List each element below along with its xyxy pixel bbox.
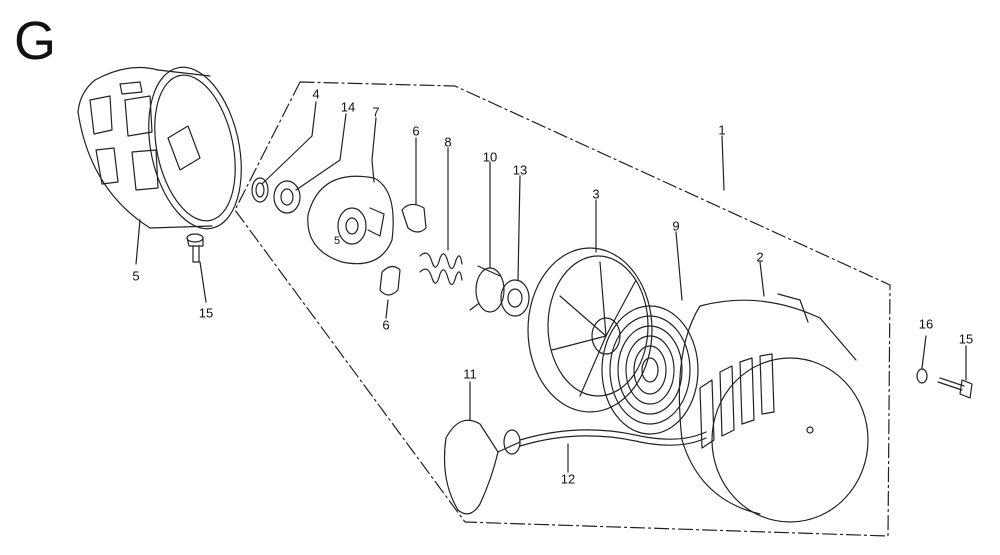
friction-plate — [251, 177, 269, 203]
callout-14: 14 — [340, 99, 356, 115]
ratchet-pawl-top — [401, 203, 427, 233]
callout-16: 16 — [918, 316, 934, 332]
starter-cup — [77, 66, 242, 230]
callout-5: 5 — [132, 268, 140, 284]
coil-spring-8 — [419, 252, 463, 286]
starter-case — [678, 293, 869, 523]
bolt-right — [937, 377, 973, 399]
callout-15-right: 15 — [958, 331, 974, 347]
spring-10 — [469, 265, 505, 313]
callout-15-left: 15 — [198, 305, 214, 321]
callout-8: 8 — [444, 134, 452, 150]
callout-3: 3 — [592, 186, 600, 202]
callout-6-top: 6 — [412, 123, 420, 139]
callout-6-bottom: 6 — [382, 317, 390, 333]
callout-10: 10 — [482, 149, 498, 165]
assembly-outline — [234, 81, 891, 537]
callout-11: 11 — [463, 366, 477, 382]
recoil-reel — [527, 247, 653, 413]
section-letter: G — [14, 11, 57, 71]
starter-rope — [519, 429, 707, 441]
bolt-left — [186, 233, 204, 263]
callout-1: 1 — [718, 122, 726, 138]
recoil-spring — [601, 305, 699, 435]
washer-14 — [273, 180, 301, 214]
pull-handle — [443, 419, 521, 515]
ratchet-five-mark: 5 — [334, 235, 340, 247]
washer-13 — [500, 279, 530, 317]
callout-7: 7 — [372, 104, 380, 120]
callout-9: 9 — [672, 218, 680, 234]
callout-13: 13 — [512, 162, 528, 178]
washer-16 — [916, 368, 928, 384]
callout-2: 2 — [756, 249, 764, 265]
ratchet-plate — [307, 175, 394, 265]
callout-12: 12 — [560, 471, 576, 487]
ratchet-pawl-bottom — [379, 265, 401, 296]
callout-4: 4 — [312, 86, 320, 102]
